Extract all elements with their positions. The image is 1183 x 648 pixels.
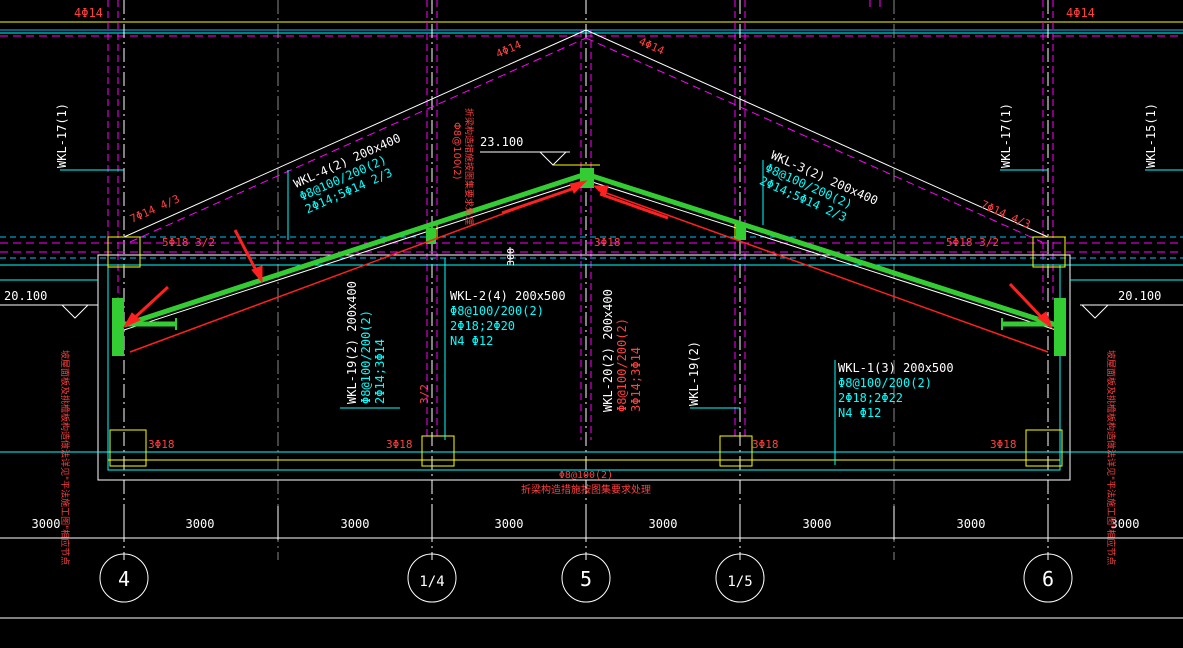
roof-outline — [123, 29, 1049, 238]
elevation-symbols — [0, 151, 1183, 319]
axis-bubble-5 — [561, 553, 611, 603]
top-left-bars-label: 4Φ14 — [74, 6, 103, 20]
svg-text:3Φ14;3Φ14: 3Φ14;3Φ14 — [629, 347, 643, 412]
slope-left-bars-label: 4Φ14 — [494, 38, 524, 61]
axis-bubble-6 — [1023, 553, 1073, 603]
wkl4-annotation: WKL-4(2) 200x400 Φ8@100/200(2) 2Φ14;5Φ14… — [292, 131, 403, 216]
ridge-elevation: 23.100 — [480, 135, 523, 149]
axis-bubble-4 — [99, 553, 149, 603]
svg-text:2Φ18;2Φ22: 2Φ18;2Φ22 — [838, 391, 903, 405]
axis-label-6: 6 — [1042, 567, 1054, 591]
left-elevation: 20.100 — [4, 289, 47, 303]
bottom-construction-note: 折梁构造措施按图集要求处理 — [521, 483, 651, 496]
axis-label-1-5: 1/5 — [727, 574, 752, 590]
column-boxes — [107, 224, 1066, 467]
svg-text:Φ8@100/200(2): Φ8@100/200(2) — [838, 376, 932, 390]
axis-label-1-4: 1/4 — [419, 574, 444, 590]
svg-text:Φ8@100/200(2): Φ8@100/200(2) — [359, 310, 373, 404]
red-arrows — [122, 180, 1054, 353]
dimension-ticks — [123, 506, 1049, 540]
vertical-axis-lines — [123, 0, 1049, 560]
roof-dashed-magenta — [129, 37, 1043, 243]
right-elevation: 20.100 — [1118, 289, 1161, 303]
svg-text:WKL-19(2) 200x400: WKL-19(2) 200x400 — [345, 281, 359, 404]
bottom-bars-label: 3Φ18 — [990, 438, 1017, 451]
svg-text:Φ8@100/200(2): Φ8@100/200(2) — [615, 318, 629, 412]
mid-left-bars: 5Φ18 3/2 — [162, 236, 215, 249]
eave-right-bars: 7Φ14 4/3 — [979, 198, 1033, 231]
svg-text:2Φ14;3Φ14: 2Φ14;3Φ14 — [373, 339, 387, 404]
svg-text:Φ8@100/200(2): Φ8@100/200(2) — [450, 304, 544, 318]
right-side-note: 坡屋面板及挑檐板构造做法详见"平法施工图"相应节点 — [1105, 350, 1117, 565]
inclined-beams — [112, 168, 1066, 356]
top-right-bars-label: 4Φ14 — [1066, 6, 1095, 20]
wkl17-right-label: WKL-17(1) — [999, 103, 1013, 168]
wkl1-annotation: WKL-1(3) 200x500 Φ8@100/200(2) 2Φ18;2Φ22… — [838, 361, 954, 420]
axis-bubble-1-5 — [715, 553, 765, 603]
dimension-text: 3000 — [495, 517, 524, 531]
center-bars: 3Φ18 — [594, 236, 621, 249]
dimension-text: 3000 — [1111, 517, 1140, 531]
bottom-bars-label: 3Φ18 — [386, 438, 413, 451]
ridge-vertical-note: Φ8@100(2) — [451, 122, 462, 180]
wkl19-right-label: WKL-19(2) — [687, 341, 701, 406]
bottom-stirrup-note: Φ8@100(2) — [559, 470, 613, 481]
left-side-note: 坡屋面板及挑檐板构造做法详见"平法施工图"相应节点 — [59, 350, 71, 565]
eave-left-bars: 7Φ14 4/3 — [128, 192, 182, 225]
leader-lines — [60, 160, 1183, 465]
wall-outline — [0, 254, 1183, 481]
wkl15-right-label: WKL-15(1) — [1144, 103, 1158, 168]
svg-text:N4 Φ12: N4 Φ12 — [450, 334, 493, 348]
background-frame-lines — [0, 537, 1183, 619]
svg-text:N4 Φ12: N4 Φ12 — [838, 406, 881, 420]
axis-bubble-1-4 — [407, 553, 457, 603]
svg-text:2Φ18;2Φ20: 2Φ18;2Φ20 — [450, 319, 515, 333]
bottom-bars-label: 3Φ18 — [752, 438, 779, 451]
dimension-text: 3000 — [32, 517, 61, 531]
dimension-text: 3000 — [649, 517, 678, 531]
dimension-text: 3000 — [186, 517, 215, 531]
dimension-text: 3000 — [803, 517, 832, 531]
dimension-text: 3000 — [957, 517, 986, 531]
axis-label-5: 5 — [580, 567, 592, 591]
axis-label-4: 4 — [118, 567, 130, 591]
wkl17-left-label: WKL-17(1) — [55, 103, 69, 168]
dim-300: 300 — [506, 248, 517, 266]
svg-text:WKL-20(2) 200x400: WKL-20(2) 200x400 — [601, 289, 615, 412]
ridge-vertical-note-2: 折梁构造措施按图集要求处理 — [463, 108, 475, 225]
wkl2-annotation: WKL-2(4) 200x500 Φ8@100/200(2) 2Φ18;2Φ20… — [450, 289, 566, 348]
svg-text:WKL-2(4) 200x500: WKL-2(4) 200x500 — [450, 289, 566, 303]
svg-text:3/2: 3/2 — [418, 384, 431, 404]
mid-right-bars: 5Φ18 3/2 — [946, 236, 999, 249]
wkl19-annotation: WKL-19(2) 200x400 Φ8@100/200(2) 2Φ14;3Φ1… — [345, 281, 431, 404]
axis-bubbles — [99, 553, 1073, 603]
svg-text:WKL-1(3) 200x500: WKL-1(3) 200x500 — [838, 361, 954, 375]
dimension-text: 3000 — [341, 517, 370, 531]
bottom-bars-label: 3Φ18 — [148, 438, 175, 451]
wkl3-annotation: WKL-3(2) 200x400 Φ8@100/200(2) 2Φ14;5Φ14… — [757, 148, 880, 225]
wkl20-annotation: WKL-20(2) 200x400 Φ8@100/200(2) 3Φ14;3Φ1… — [601, 289, 643, 412]
